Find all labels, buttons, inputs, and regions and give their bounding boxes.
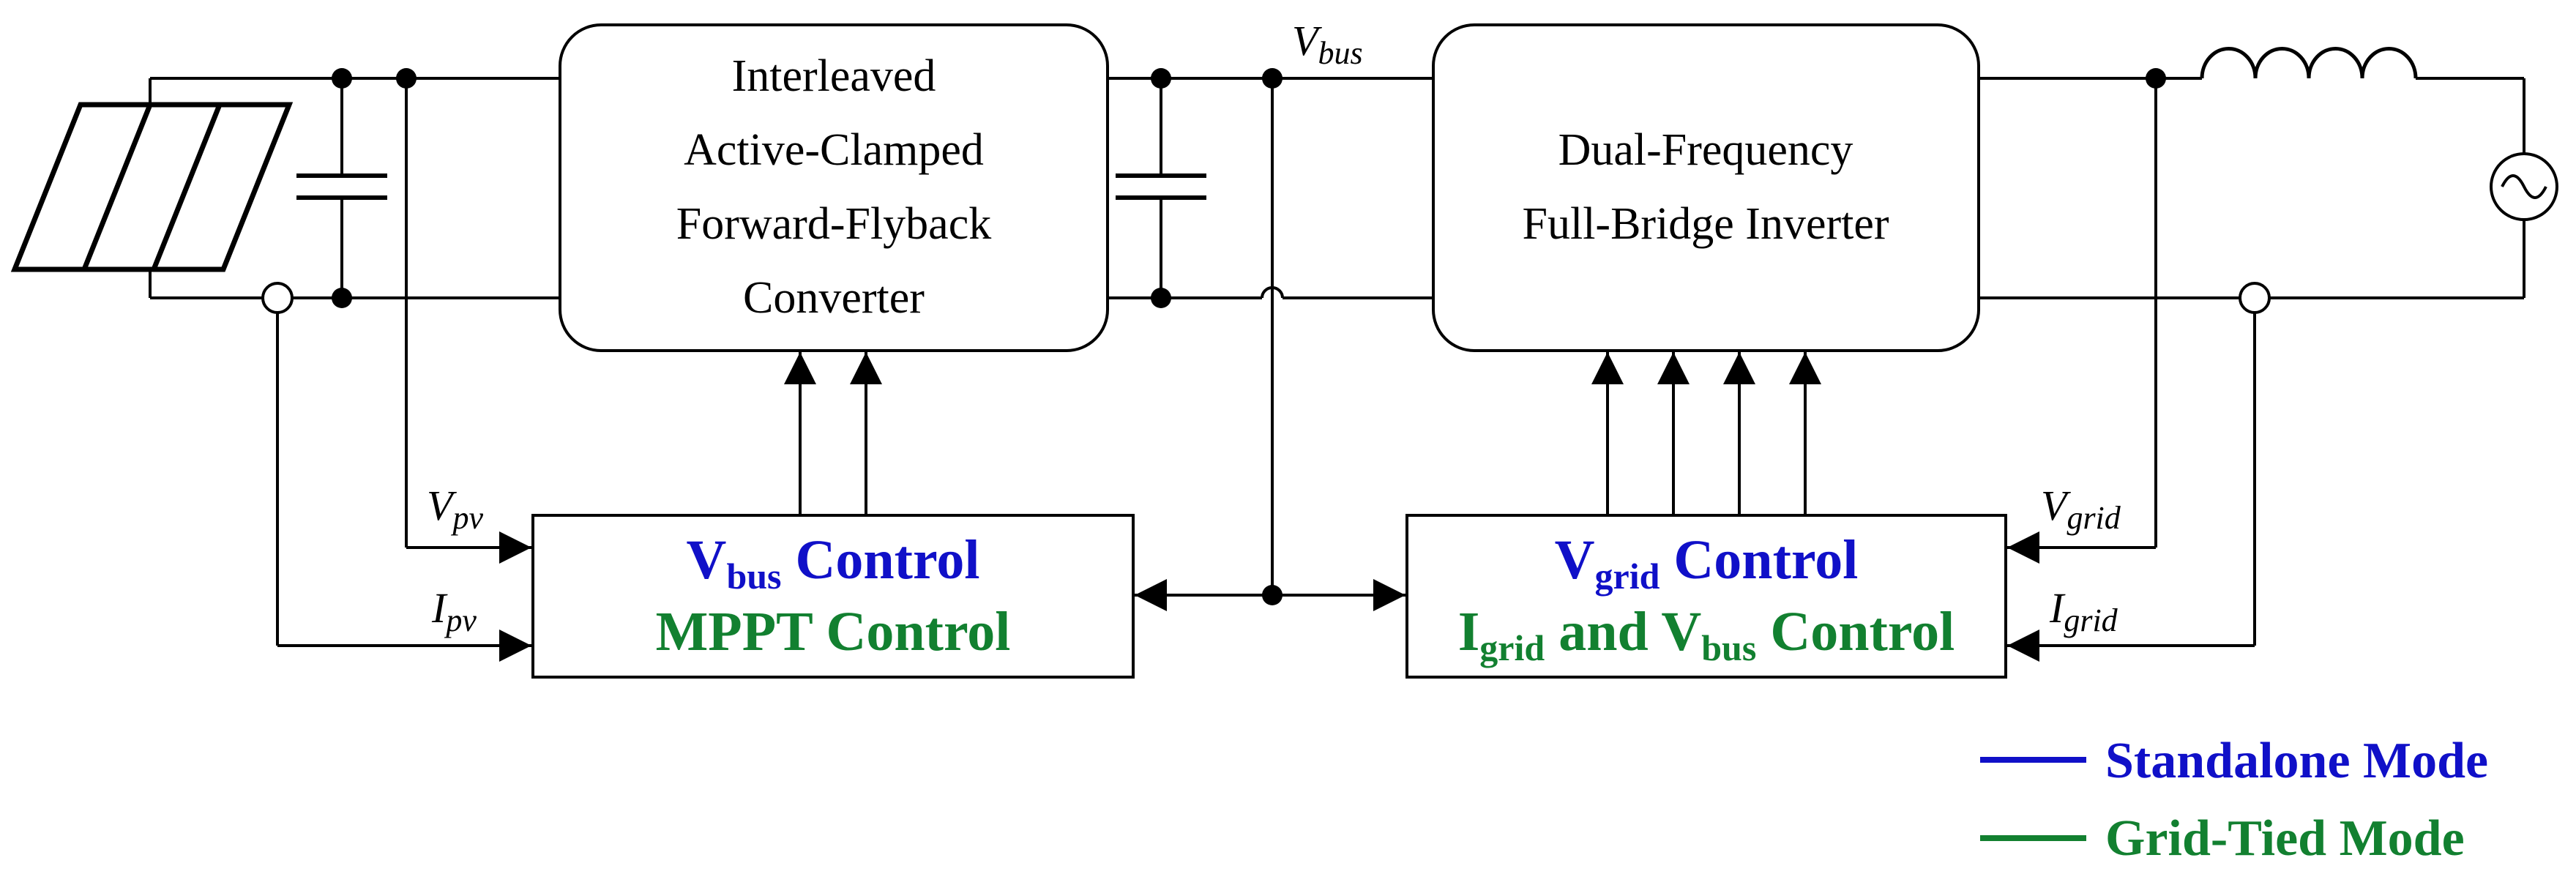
pv-sensing-lines (276, 78, 531, 662)
inverter-line-1: Dual-Frequency (1558, 125, 1853, 175)
converter-line-2: Active-Clamped (684, 125, 984, 175)
grid-inductor-icon (2200, 47, 2418, 79)
right-controller-block (1405, 514, 2007, 679)
junction-dot (1151, 288, 1171, 308)
left-controller-block (531, 514, 1135, 679)
pv-current-sensor-icon (261, 282, 294, 314)
junction-dot (1262, 585, 1283, 605)
inverter-line-2: Full-Bridge Inverter (1522, 199, 1889, 249)
dc-bus-wires (1108, 77, 1433, 299)
pv-panel-icon (10, 102, 294, 272)
bus-capacitor (1116, 78, 1206, 298)
grid-current-sensor-icon (2239, 282, 2271, 314)
right-controller-line-2: Igrid and Vbus Control (1458, 601, 1955, 668)
grid-sensing-lines (2007, 78, 2256, 662)
inverter-block (1432, 23, 1980, 352)
converter-line-3: Forward-Flyback (676, 199, 991, 249)
ipv-label: Ipv (431, 584, 477, 638)
junction-dot (1151, 68, 1171, 89)
legend: Standalone Mode Grid-Tied Mode (1980, 733, 2488, 867)
converter-line-1: Interleaved (732, 51, 936, 101)
converter-block (559, 23, 1109, 352)
vbus-label: Vbus (1292, 17, 1363, 71)
grid-wires (1979, 77, 2525, 299)
junction-dot (332, 68, 352, 89)
converter-line-4: Converter (743, 273, 925, 323)
inverter-gate-signals (1591, 352, 1821, 515)
igrid-label: Igrid (2049, 584, 2118, 638)
left-controller-line-1: Vbus Control (687, 529, 980, 597)
legend-standalone-label: Standalone Mode (2105, 733, 2488, 789)
junction-dot (332, 288, 352, 308)
right-controller-line-1: Vgrid Control (1555, 529, 1859, 597)
vpv-label: Vpv (427, 482, 483, 536)
ac-grid-source-icon (2490, 152, 2558, 221)
converter-gate-signals (784, 352, 882, 515)
legend-grid-tied-label: Grid-Tied Mode (2105, 810, 2465, 867)
pv-wires (149, 77, 560, 299)
input-capacitor (296, 78, 387, 298)
vgrid-label: Vgrid (2041, 482, 2121, 536)
left-controller-line-2: MPPT Control (656, 601, 1011, 662)
bus-link-lines (1135, 78, 1405, 611)
